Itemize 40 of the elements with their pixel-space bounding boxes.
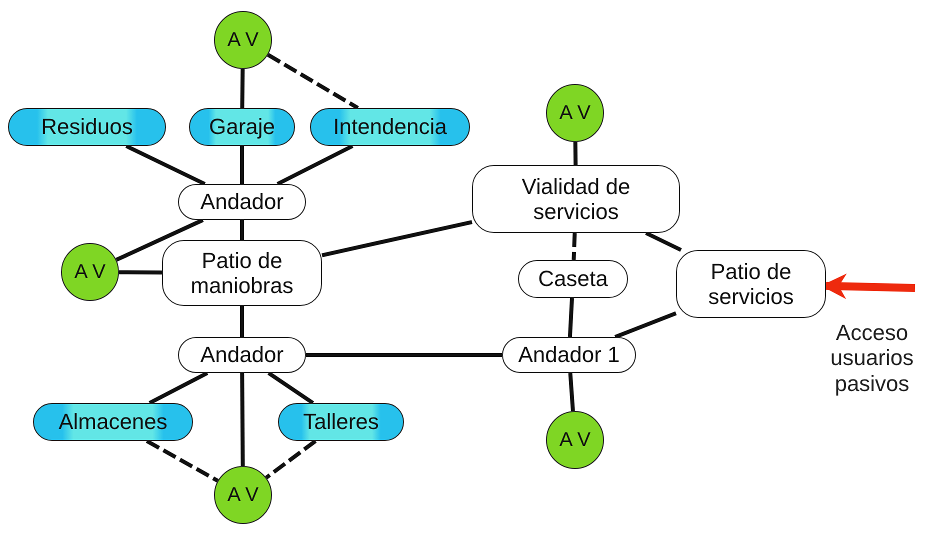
connector-line [267,371,314,405]
area-box: Intendencia [310,108,470,146]
connector-line [148,371,208,405]
connector-line [572,232,577,260]
connector-line [306,353,502,357]
connector-line [125,144,206,186]
activity-circle: A V [61,243,119,301]
connector-line [322,220,472,258]
connector-line [265,439,317,480]
connector-line [116,218,204,262]
access-note: Acceso usuarios pasivos [829,320,915,396]
walkway-box: Andador 1 [502,337,636,373]
walkway-box: Patio de maniobras [162,240,322,306]
activity-circle: A V [214,11,272,69]
connector-line [146,439,219,483]
connector-line [645,231,682,252]
connector-line [573,142,578,166]
walkway-box: Andador [178,184,306,220]
walkway-box: Patio de servicios [676,250,826,318]
connector-line [266,53,359,110]
connector-line [614,311,677,339]
activity-circle: A V [546,411,604,469]
connector-line [240,68,245,108]
connector-line [240,306,244,337]
connector-line [240,146,244,184]
area-box: Residuos [8,108,166,146]
connector-line [276,144,354,186]
connector-line [118,270,162,274]
activity-circle: A V [546,84,604,142]
walkway-box: Caseta [518,260,628,298]
area-box: Garaje [189,108,295,146]
connector-line [240,220,244,240]
walkway-box: Vialidad de servicios [472,165,680,233]
area-box: Talleres [278,403,404,441]
activity-circle: A V [214,466,272,524]
area-box: Almacenes [33,403,193,441]
connector-line [568,372,575,412]
walkway-box: Andador [178,337,306,373]
connector-line [240,372,245,466]
connector-line [568,298,574,338]
